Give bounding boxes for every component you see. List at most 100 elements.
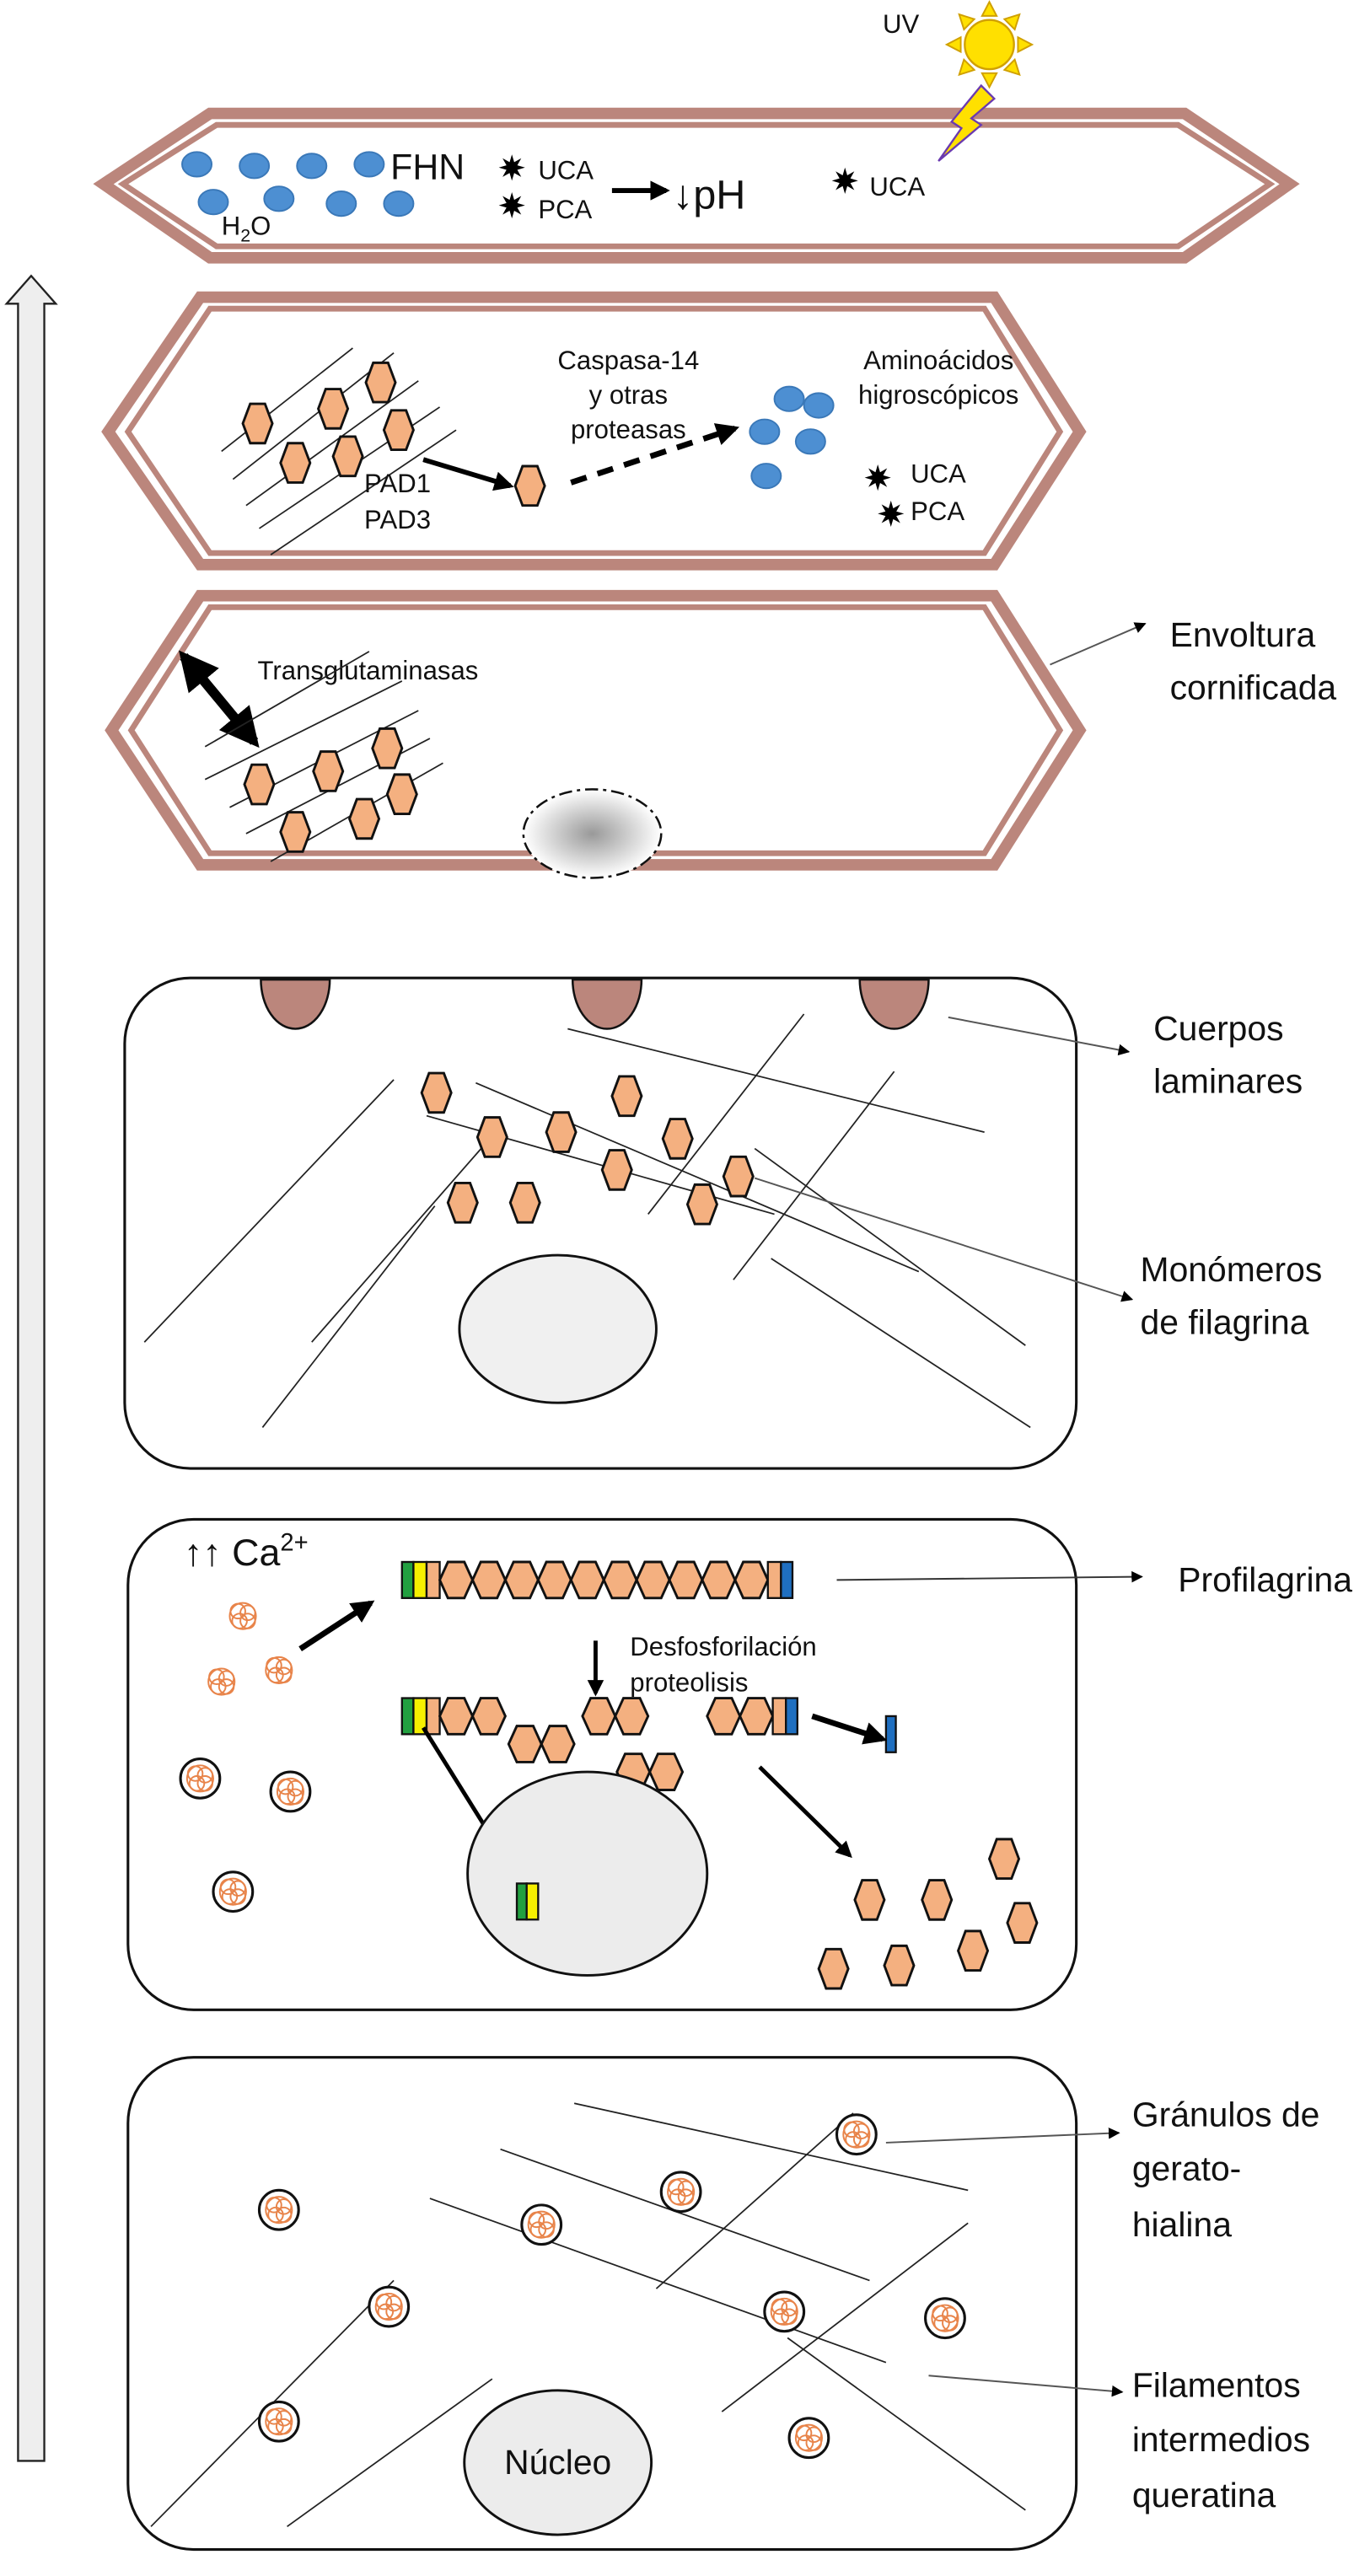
- label-cornificada: cornificada: [1170, 668, 1337, 706]
- green-domain: [515, 1882, 528, 1921]
- blue-domain: [780, 1560, 794, 1599]
- corneocyte-lower: Transglutaminasas Envoltura cornificada: [105, 589, 1337, 879]
- label-filamentos: Filamentos: [1132, 2366, 1301, 2405]
- sun-ray: [958, 57, 976, 77]
- granule-detail: [207, 1667, 236, 1696]
- sun-ray: [944, 35, 962, 54]
- filaggrin-monomer: [420, 1071, 453, 1114]
- keratin-filament: [733, 1071, 895, 1280]
- green-domain: [400, 1697, 415, 1736]
- filaggrin-monomer: [279, 811, 312, 853]
- pointer-line: [836, 1570, 1143, 1583]
- filaggrin-monomer: [438, 1560, 475, 1600]
- dashed-arrow: [570, 423, 740, 486]
- arrow: [422, 457, 514, 491]
- filaggrin-monomer: [921, 1879, 954, 1921]
- sun-ray: [980, 0, 998, 17]
- filaggrin-monomer: [661, 1118, 694, 1160]
- filaggrin-monomer: [614, 1697, 650, 1736]
- filaggrin-monomer: [733, 1560, 770, 1600]
- filaggrin-monomer: [241, 402, 274, 445]
- keratin-filament: [787, 2337, 1026, 2511]
- pointer-line: [885, 2127, 1120, 2144]
- degraded-nucleus: [522, 788, 663, 879]
- uca-label: UCA: [911, 459, 966, 488]
- filaggrin-monomer: [470, 1560, 508, 1600]
- keratin-filament: [245, 380, 419, 507]
- granule-detail: [185, 1764, 214, 1793]
- granular-cell-upper: Cuerpos laminares Monómeros de filagrina: [123, 976, 1322, 1470]
- star-icon: [831, 167, 858, 194]
- yellow-domain: [412, 1560, 428, 1599]
- amino-acid-blob: [773, 385, 805, 412]
- filaggrin-monomer: [987, 1838, 1021, 1881]
- keratin-filament: [567, 1028, 985, 1133]
- filaggrin-monomer: [602, 1560, 638, 1600]
- uca-label-2: UCA: [869, 172, 925, 201]
- keratin-filament: [771, 1258, 1031, 1429]
- granule-detail: [527, 2210, 556, 2239]
- filaggrin-monomer: [513, 464, 546, 507]
- filaggrin-monomer: [722, 1155, 755, 1198]
- filaggrin-monomer: [438, 1697, 475, 1736]
- filaggrin-monomer: [883, 1944, 916, 1987]
- filaggrin-monomer: [385, 773, 418, 816]
- granular-cell-lower: Núcleo Gránulos de gerato- hialina Filam…: [126, 2056, 1319, 2552]
- keratin-filament: [232, 352, 395, 480]
- filaggrin-monomer: [545, 1111, 578, 1153]
- filaggrin-monomer: [470, 1697, 508, 1736]
- star-icon: [498, 154, 525, 181]
- filaggrin-monomer: [316, 388, 350, 430]
- filaggrin-monomer: [446, 1181, 479, 1224]
- blue-domain: [785, 1697, 798, 1736]
- filaggrin-monomer: [475, 1116, 508, 1158]
- blue-domain: [884, 1715, 897, 1753]
- amino-acid-blob: [181, 151, 213, 178]
- filaggrin-monomer: [507, 1725, 543, 1763]
- filaggrin-monomer: [508, 1181, 541, 1224]
- caspase-label: Caspasa-14: [557, 346, 699, 375]
- amino-acid-blob: [325, 191, 357, 217]
- nucleus: [463, 2389, 653, 2536]
- pad3-label: PAD3: [364, 505, 431, 534]
- dephosphorylation-label: Desfosforilación: [630, 1632, 816, 1661]
- pointer-line: [1050, 622, 1147, 666]
- amino-label: Aminoácidos: [863, 346, 1013, 375]
- fhn-label: FHN: [390, 147, 465, 187]
- keratin-filament: [204, 651, 370, 748]
- sun-ray: [980, 72, 998, 89]
- lamellar-body: [260, 978, 331, 1030]
- label-profilagrina: Profilagrina: [1178, 1560, 1352, 1599]
- label-envoltura: Envoltura: [1170, 615, 1316, 654]
- keratin-filament: [270, 429, 457, 555]
- ph-label: ↓pH: [673, 172, 746, 217]
- amino-acid-blob: [263, 185, 295, 212]
- keratin-filament: [647, 1013, 805, 1215]
- granule-detail: [218, 1877, 247, 1906]
- uv-label: UV: [883, 9, 919, 39]
- amino-label-2: higroscópicos: [858, 380, 1018, 410]
- granular-cell-middle: ↑↑ Ca2+ Desfosforilación proteolisis Pro…: [126, 1517, 1352, 2011]
- nucleus: [466, 1770, 709, 1977]
- keratin-filament: [221, 347, 353, 453]
- filaggrin-monomer: [243, 763, 276, 806]
- label-laminares: laminares: [1153, 1061, 1303, 1100]
- keratohyalin-granule: [368, 2285, 411, 2328]
- filaggrin-monomer: [853, 1879, 886, 1921]
- amino-acid-blob: [749, 418, 781, 445]
- granule-detail: [842, 2120, 871, 2149]
- keratohyalin-granule: [228, 1602, 257, 1630]
- filaggrin-monomer: [739, 1697, 775, 1736]
- filaggrin-monomer: [956, 1929, 990, 1972]
- keratin-filament: [754, 1147, 1026, 1346]
- keratohyalin-granule: [207, 1667, 236, 1696]
- amino-acid-blob: [197, 189, 229, 216]
- linker-domain: [766, 1560, 782, 1599]
- filaggrin-monomer: [503, 1560, 540, 1600]
- filaggrin-monomer: [1006, 1902, 1039, 1944]
- lamellar-body: [571, 978, 643, 1030]
- keratohyalin-granule: [520, 2203, 563, 2246]
- nucleus: [458, 1253, 658, 1404]
- granule-detail: [265, 1656, 293, 1684]
